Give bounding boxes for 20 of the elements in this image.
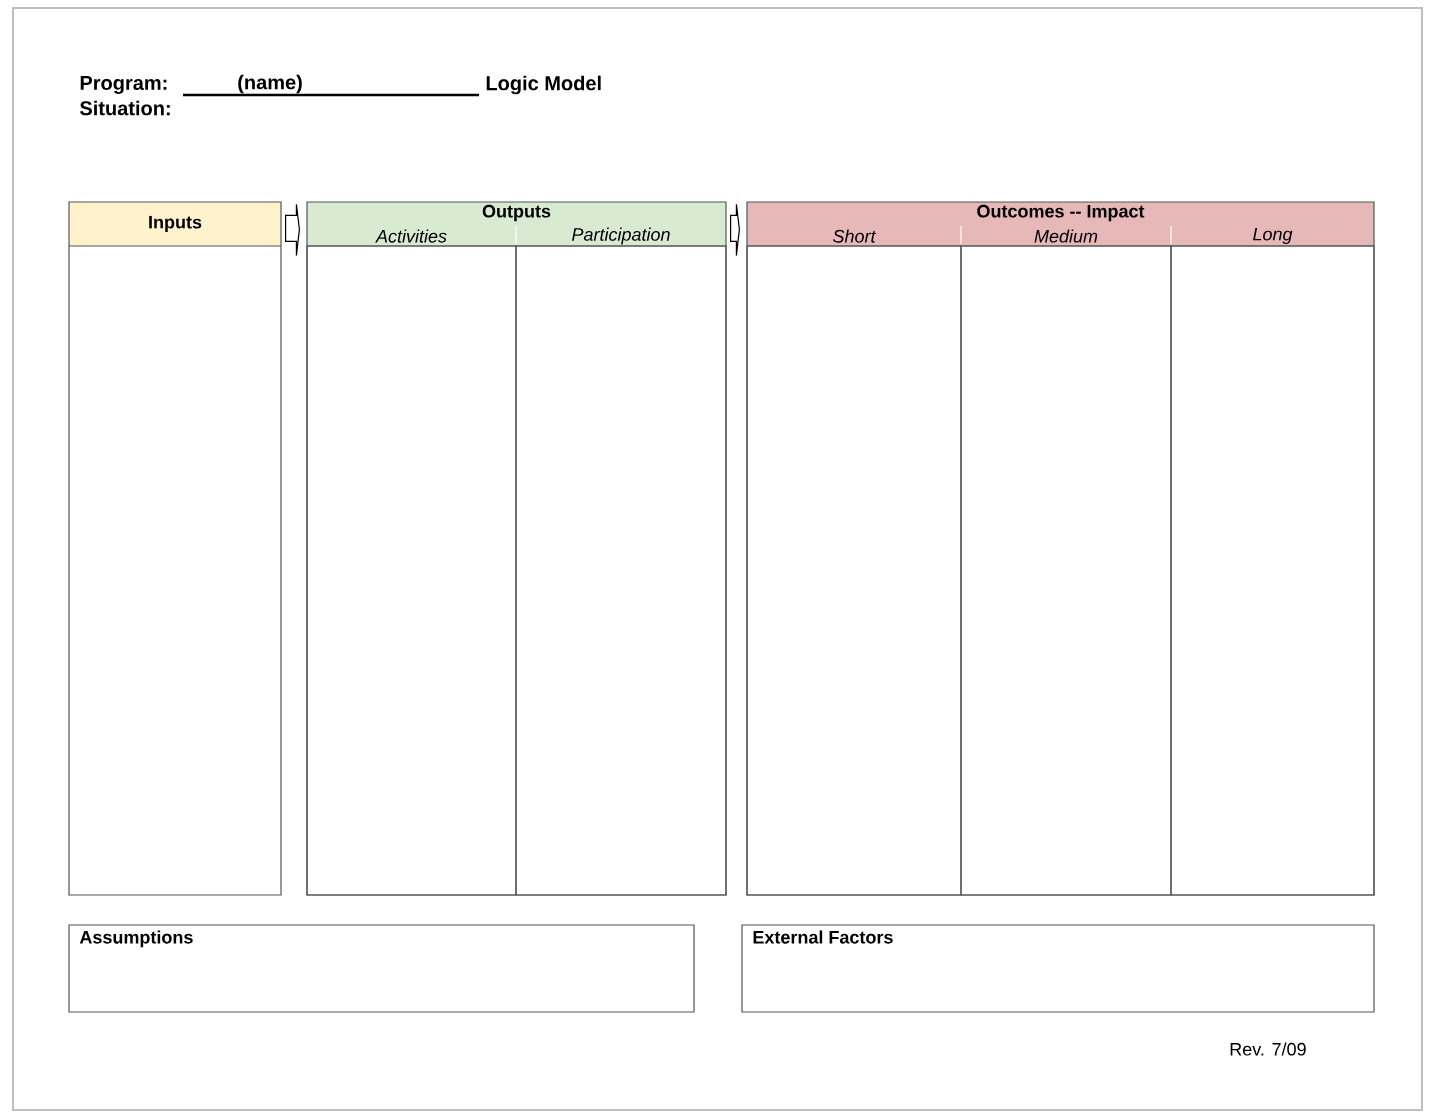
node-label: Long [1253,227,1293,245]
text-box: Assumptions [68,924,695,1013]
sub-column: Medium [960,229,1172,896]
sub-column: Short [746,229,962,896]
node-label: Medium [1034,229,1098,243]
sub-column: Activities [306,229,517,896]
column-panel: Inputs [68,201,282,896]
heading-text: Logic Model [486,75,601,95]
node-label: Activities [375,229,447,243]
field-label: Program: [80,76,167,94]
node-label: Short [832,229,877,243]
node-label: Participation [572,227,670,245]
sub-column: Participation [515,227,727,896]
sub-column: Long [1170,227,1375,896]
fill-in-line: (name) [183,74,479,97]
field-label: Situation: [79,100,170,116]
block-arrow [730,203,740,256]
revision-note: Rev. 7/09 [1230,1042,1306,1056]
block-arrow [285,203,300,256]
text-box: External Factors [741,924,1375,1013]
